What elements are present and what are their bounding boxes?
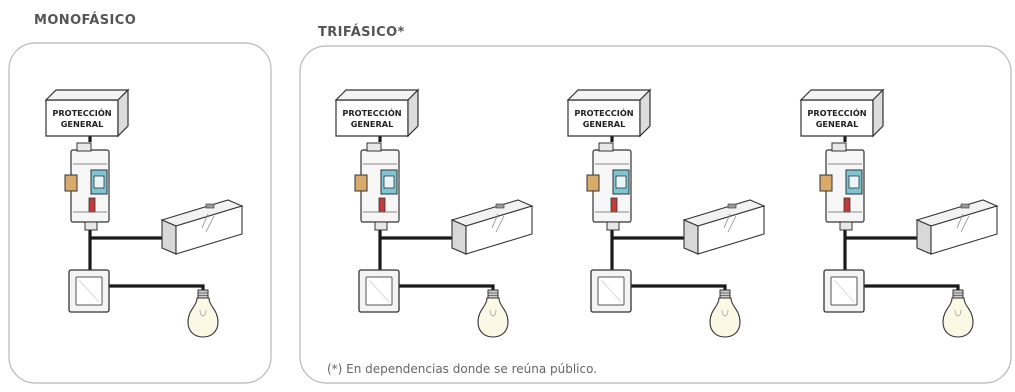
panel-heater-icon (161, 199, 243, 255)
trifasico-title: TRIFÁSICO* (318, 24, 405, 40)
proteccion-general-box: PROTECCIÓN GENERAL (335, 89, 419, 137)
proteccion-general-box: PROTECCIÓN GENERAL (45, 89, 129, 137)
light-switch-icon (358, 269, 400, 313)
proteccion-general-box: PROTECCIÓN GENERAL (800, 89, 884, 137)
general-label: GENERAL (816, 119, 859, 129)
circuit-breaker-icon (354, 142, 400, 231)
light-bulb-icon (709, 289, 741, 338)
footnote: (*) En dependencias donde se reúna públi… (327, 362, 597, 376)
circuit-breaker-icon (586, 142, 632, 231)
panel-heater-icon (916, 199, 998, 255)
general-label: GENERAL (583, 119, 626, 129)
proteccion-label: PROTECCIÓN (807, 107, 866, 118)
panel-heater-icon (683, 199, 765, 255)
proteccion-general-box: PROTECCIÓN GENERAL (567, 89, 651, 137)
monofasico-panel (8, 42, 272, 384)
proteccion-label: PROTECCIÓN (574, 107, 633, 118)
light-bulb-icon (187, 289, 219, 338)
circuit-unit-tri-2: PROTECCIÓN GENERAL (567, 89, 765, 338)
general-label: GENERAL (61, 119, 104, 129)
panel-heater-icon (451, 199, 533, 255)
general-label: GENERAL (351, 119, 394, 129)
trifasico-panel (299, 45, 1012, 384)
monofasico-title: MONOFÁSICO (34, 12, 136, 28)
light-switch-icon (590, 269, 632, 313)
light-bulb-icon (942, 289, 974, 338)
circuit-unit-mono: PROTECCIÓN GENERAL (45, 89, 243, 338)
circuit-breaker-icon (819, 142, 865, 231)
light-switch-icon (68, 269, 110, 313)
circuit-unit-tri-3: PROTECCIÓN GENERAL (800, 89, 998, 338)
proteccion-label: PROTECCIÓN (52, 107, 111, 118)
circuit-breaker-icon (64, 142, 110, 231)
circuit-unit-tri-1: PROTECCIÓN GENERAL (335, 89, 533, 338)
light-bulb-icon (477, 289, 509, 338)
proteccion-label: PROTECCIÓN (342, 107, 401, 118)
light-switch-icon (823, 269, 865, 313)
